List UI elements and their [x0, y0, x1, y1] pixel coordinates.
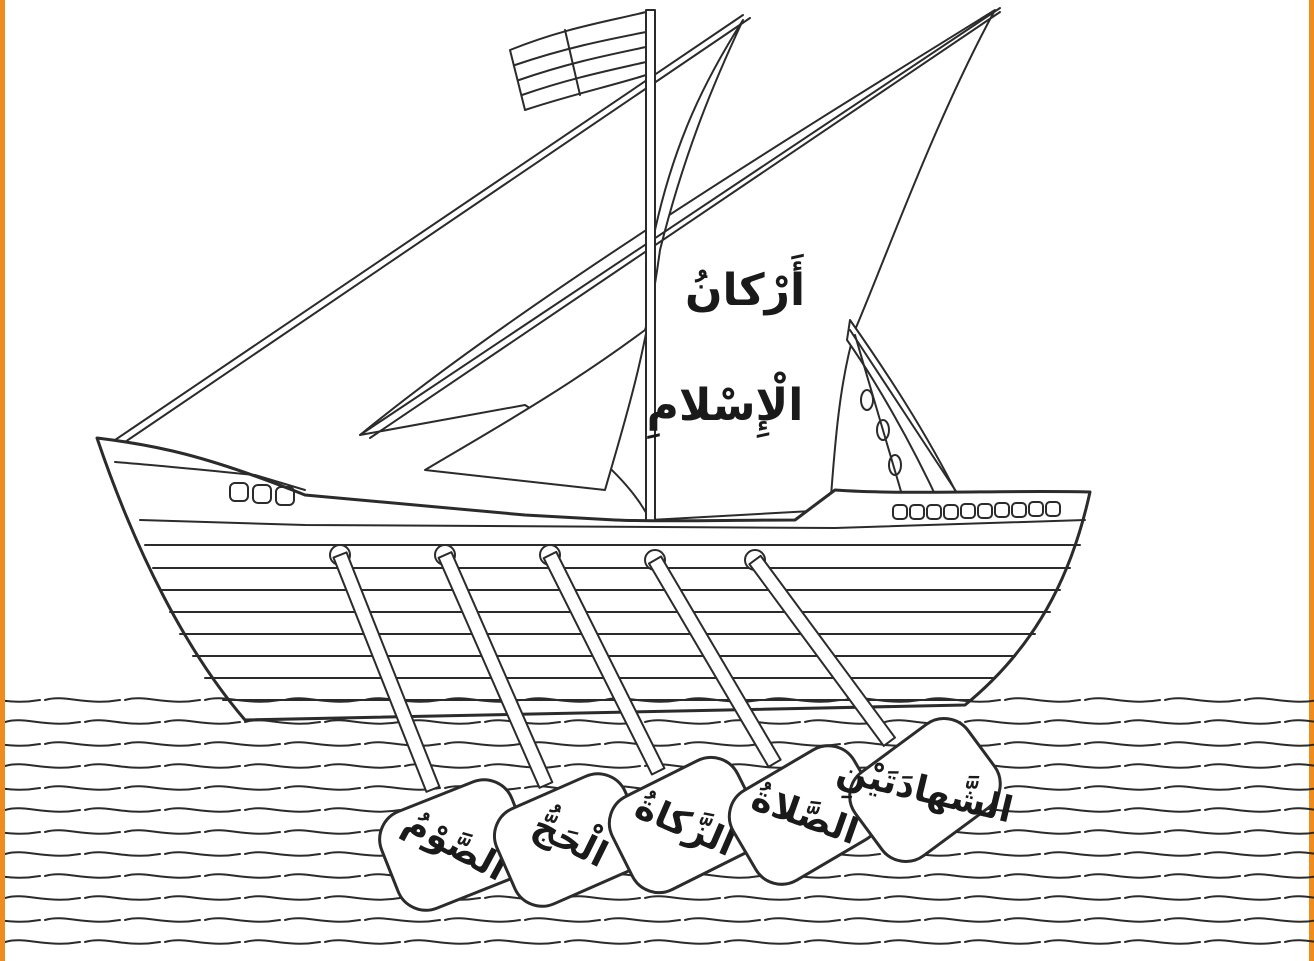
wave-line — [5, 896, 1314, 899]
ship-illustration: الصَّوْمُالْحَجُّالزَّكاةُالصَّلاةُالشَّ… — [5, 0, 1314, 961]
wave-line — [5, 918, 1314, 921]
main-sail — [360, 10, 995, 520]
wave-line — [5, 742, 1314, 745]
wave-line — [5, 720, 1314, 723]
wave-line — [5, 940, 1314, 943]
title-line-2: الْإِسْلامِ — [646, 371, 803, 440]
mast — [646, 10, 655, 530]
